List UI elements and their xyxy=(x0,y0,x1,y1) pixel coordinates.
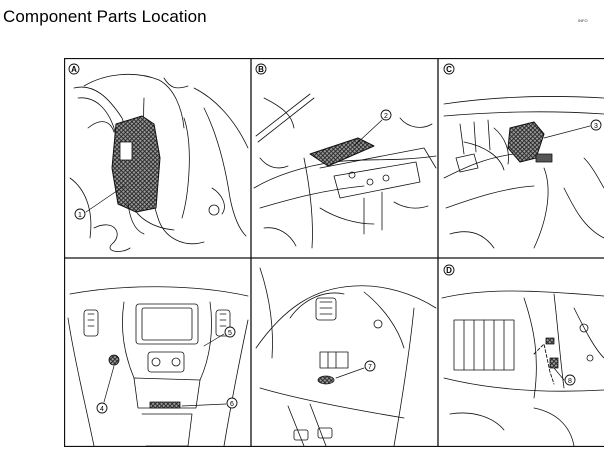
connector-d-lower xyxy=(550,358,558,368)
ecu-module-a xyxy=(112,116,160,212)
console-switch-4 xyxy=(109,355,119,365)
panel-a: A 1 xyxy=(69,64,248,251)
connector-d-upper xyxy=(546,338,554,344)
doc-tag: INFO xyxy=(578,18,588,23)
callout-4: 4 xyxy=(97,366,114,413)
page-title: Component Parts Location xyxy=(3,6,207,28)
console-sensor-6 xyxy=(150,402,180,408)
svg-text:5: 5 xyxy=(228,330,232,337)
callout-5: 5 xyxy=(204,327,235,346)
svg-text:C: C xyxy=(446,65,452,74)
component-location-figure: A 1 xyxy=(64,58,604,452)
callout-7: 7 xyxy=(336,361,375,378)
panel-label-a: A xyxy=(69,64,79,74)
svg-text:2: 2 xyxy=(384,113,388,120)
svg-text:1: 1 xyxy=(78,212,82,219)
callout-8: 8 xyxy=(554,368,575,385)
ecu-connector-a xyxy=(120,142,132,160)
svg-text:8: 8 xyxy=(568,378,572,385)
svg-text:3: 3 xyxy=(594,123,598,130)
figure-grid xyxy=(64,58,604,447)
svg-text:4: 4 xyxy=(100,406,104,413)
svg-text:7: 7 xyxy=(368,364,372,371)
panel-d: 4 5 6 xyxy=(68,287,248,446)
callout-2: 2 xyxy=(354,110,391,146)
svg-text:6: 6 xyxy=(230,401,234,408)
panel-label-b: B xyxy=(256,64,266,74)
panel-f-sketch xyxy=(442,291,604,446)
callout-6: 6 xyxy=(182,398,237,408)
panel-c-sketch xyxy=(444,96,604,248)
panel-label-c: C xyxy=(444,64,454,74)
panel-label-d: D xyxy=(444,265,454,275)
pedal-switch-7 xyxy=(318,376,334,384)
panel-c: C 3 xyxy=(444,64,604,248)
panel-d-sketch xyxy=(68,287,248,446)
callout-3: 3 xyxy=(544,120,601,138)
relay-box-b xyxy=(310,138,374,166)
panel-b: B 2 xyxy=(254,64,436,248)
svg-text:D: D xyxy=(446,266,452,275)
svg-text:B: B xyxy=(258,65,264,74)
panel-b-sketch xyxy=(254,94,436,248)
panel-e-sketch xyxy=(256,268,436,446)
panel-f: D 8 xyxy=(442,265,604,446)
module-c-tab xyxy=(536,154,552,162)
svg-text:A: A xyxy=(71,65,77,74)
panel-e: 7 xyxy=(256,268,436,446)
